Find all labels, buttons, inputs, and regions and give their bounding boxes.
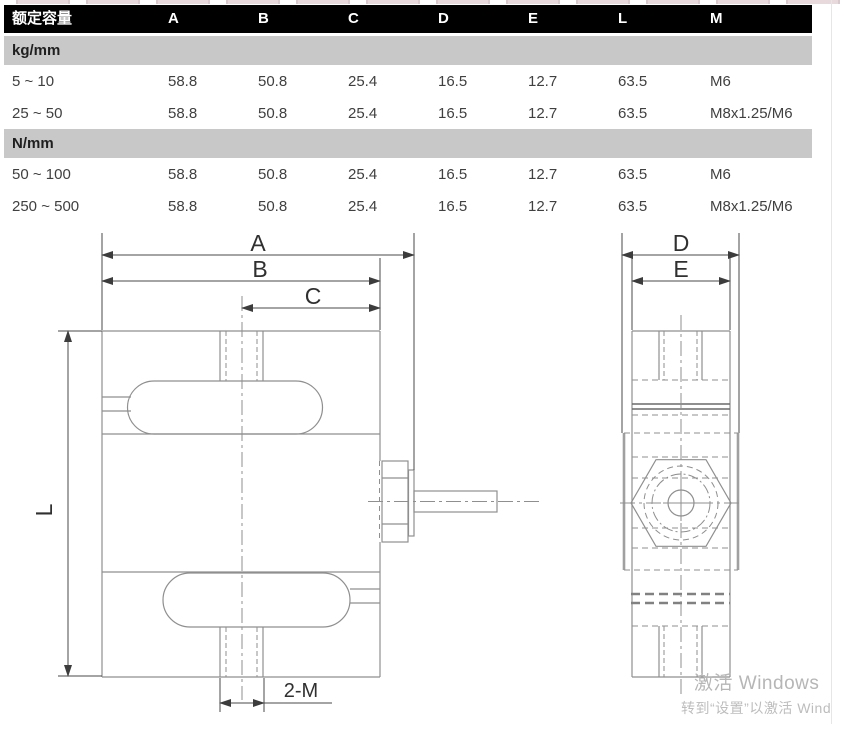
value-cell: 25.4 bbox=[348, 104, 378, 122]
table-row: 5 ~ 10 58.8 50.8 25.4 16.5 12.7 63.5 M6 bbox=[4, 65, 812, 97]
value-cell: M6 bbox=[710, 165, 731, 183]
dim-label-b: B bbox=[252, 256, 267, 282]
top-tab-strip bbox=[0, 0, 855, 4]
value-cell: 63.5 bbox=[618, 104, 648, 122]
dimension-labels: A B C D E L 2-M bbox=[31, 230, 689, 702]
dim-label-e: E bbox=[673, 256, 688, 282]
dim-label-d: D bbox=[673, 230, 690, 256]
value-cell: 58.8 bbox=[168, 165, 198, 183]
value-cell: 58.8 bbox=[168, 197, 198, 215]
page-divider-line bbox=[831, 0, 832, 724]
value-cell: 50.8 bbox=[258, 197, 288, 215]
header-col-l: L bbox=[618, 10, 628, 27]
value-cell: 25.4 bbox=[348, 72, 378, 90]
dim-label-c: C bbox=[305, 283, 322, 309]
capacity-cell: 5 ~ 10 bbox=[12, 72, 55, 90]
value-cell: 12.7 bbox=[528, 165, 558, 183]
capacity-cell: 25 ~ 50 bbox=[12, 104, 63, 122]
table-row: 25 ~ 50 58.8 50.8 25.4 16.5 12.7 63.5 M8x1.25/M… bbox=[4, 97, 812, 129]
unit-band: kg/mm bbox=[4, 36, 812, 65]
side-view bbox=[620, 315, 742, 695]
header-col-m: M bbox=[710, 10, 723, 27]
value-cell: 12.7 bbox=[528, 72, 558, 90]
value-cell: M8x1.25/M6 bbox=[710, 104, 793, 122]
header-col-e: E bbox=[528, 10, 539, 27]
value-cell: 58.8 bbox=[168, 72, 198, 90]
value-cell: 16.5 bbox=[438, 72, 468, 90]
capacity-cell: 50 ~ 100 bbox=[12, 165, 71, 183]
header-col-c: C bbox=[348, 10, 359, 27]
header-col-b: B bbox=[258, 10, 269, 27]
value-cell: M8x1.25/M6 bbox=[710, 197, 793, 215]
value-cell: 63.5 bbox=[618, 165, 648, 183]
value-cell: 50.8 bbox=[258, 104, 288, 122]
table-row: 50 ~ 100 58.8 50.8 25.4 16.5 12.7 63.5 M6 bbox=[4, 158, 812, 190]
unit-band: N/mm bbox=[4, 129, 812, 158]
value-cell: 58.8 bbox=[168, 104, 198, 122]
value-cell: 50.8 bbox=[258, 72, 288, 90]
value-cell: 16.5 bbox=[438, 104, 468, 122]
value-cell: 12.7 bbox=[528, 104, 558, 122]
value-cell: 16.5 bbox=[438, 165, 468, 183]
value-cell: 16.5 bbox=[438, 197, 468, 215]
header-col-d: D bbox=[438, 10, 449, 27]
dim-label-l: L bbox=[31, 503, 57, 516]
value-cell: 12.7 bbox=[528, 197, 558, 215]
cable-gland bbox=[368, 460, 540, 543]
dimensions bbox=[58, 233, 740, 712]
dim-label-a: A bbox=[250, 230, 266, 256]
table-row: 250 ~ 500 58.8 50.8 25.4 16.5 12.7 63.5 M8x1.25… bbox=[4, 190, 812, 222]
value-cell: 50.8 bbox=[258, 165, 288, 183]
value-cell: M6 bbox=[710, 72, 731, 90]
capacity-cell: 250 ~ 500 bbox=[12, 197, 80, 215]
value-cell: 25.4 bbox=[348, 197, 378, 215]
table-header-row: 额定容量 A B C D E L M bbox=[4, 5, 812, 33]
value-cell: 25.4 bbox=[348, 165, 378, 183]
value-cell: 63.5 bbox=[618, 197, 648, 215]
front-view bbox=[101, 296, 381, 700]
thread-label: 2-M bbox=[284, 680, 318, 702]
header-capacity: 额定容量 bbox=[12, 10, 73, 27]
header-col-a: A bbox=[168, 10, 179, 27]
value-cell: 63.5 bbox=[618, 72, 648, 90]
